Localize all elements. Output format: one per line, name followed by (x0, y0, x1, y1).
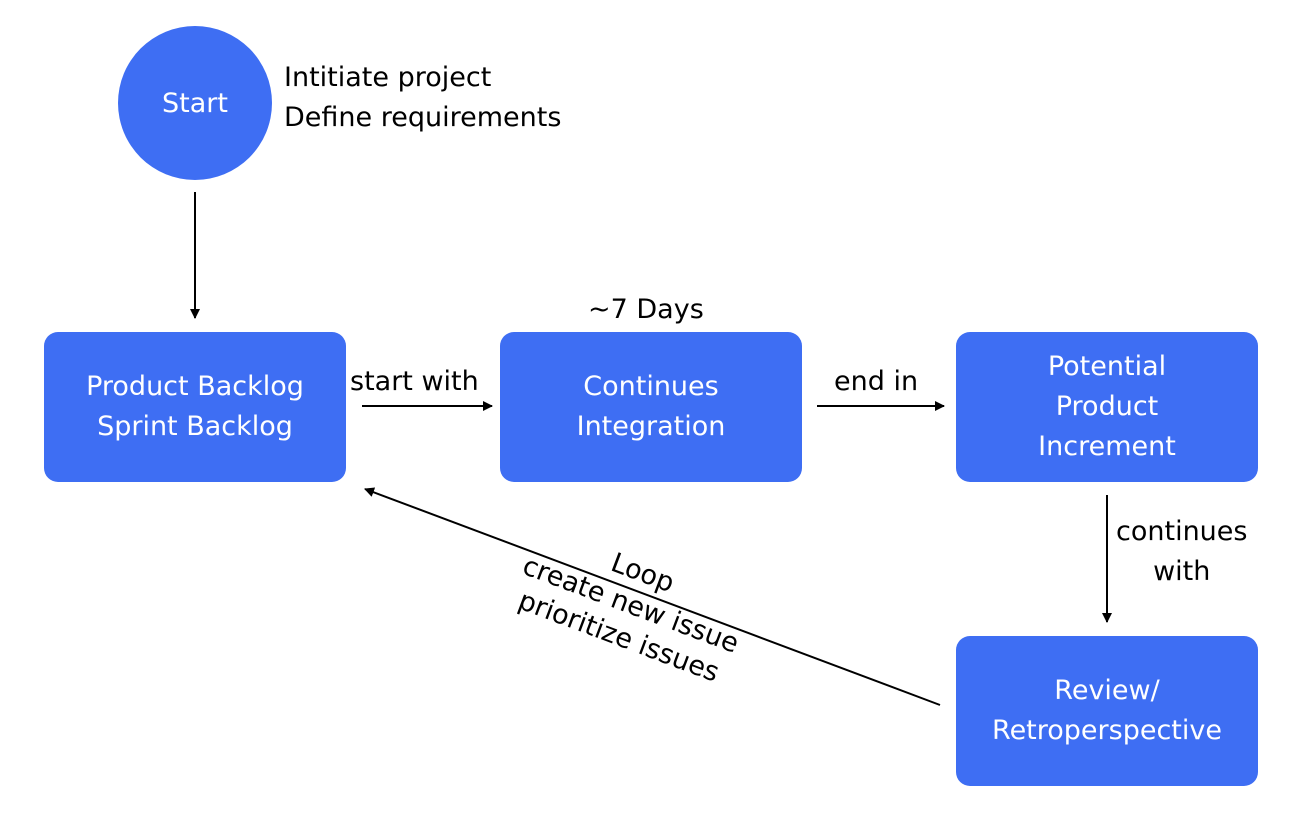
start-node-label: Start (162, 87, 228, 119)
edge-label-continues-with-line-1: continues (1116, 516, 1248, 547)
increment-node: Potential Product Increment (956, 332, 1258, 482)
backlog-node-line-1: Product Backlog (86, 371, 304, 402)
duration-label: ~7 Days (588, 294, 704, 325)
integration-node-line-2: Integration (576, 411, 726, 442)
integration-node-line-1: Continues (583, 371, 719, 402)
backlog-node-line-2: Sprint Backlog (97, 411, 293, 442)
edge-label-end-in: end in (834, 366, 919, 397)
backlog-node: Product Backlog Sprint Backlog (44, 332, 346, 482)
integration-node: Continues Integration (500, 332, 802, 482)
review-node-line-1: Review/ (1054, 675, 1160, 706)
increment-node-line-1: Potential (1047, 351, 1167, 382)
increment-node-line-2: Product (1055, 391, 1159, 422)
start-note-line-2: Define requirements (284, 102, 562, 133)
edge-loop-review-to-backlog (364, 487, 941, 706)
start-note-line-1: Intitiate project (284, 62, 492, 93)
edge-label-continues-with: continues with (1116, 512, 1247, 592)
increment-node-line-3: Increment (1038, 431, 1176, 462)
edge-label-start-with: start with (350, 366, 479, 397)
review-node: Review/ Retroperspective (956, 636, 1258, 786)
review-node-line-2: Retroperspective (992, 715, 1222, 746)
start-node: Start (118, 26, 272, 180)
start-note: Intitiate project Define requirements (284, 58, 561, 138)
edge-label-continues-with-line-2: with (1153, 556, 1211, 587)
